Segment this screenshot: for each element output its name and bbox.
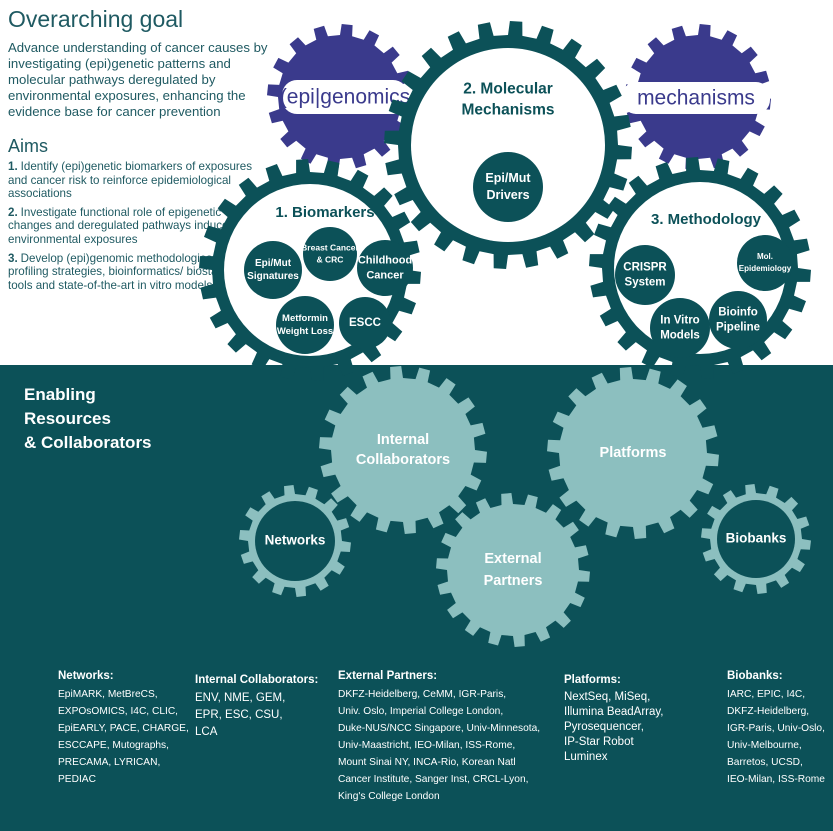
epi-mut-signatures-circle <box>244 241 302 299</box>
epi-mut-signatures-circle-label: Epi/Mut <box>255 258 292 269</box>
mol-epidemiology-circle-label: Mol. <box>757 252 773 261</box>
internal-collaborators-list: Internal Collaborators: ENV, NME, GEM,EP… <box>195 674 318 741</box>
networks-gear-interior <box>255 501 335 581</box>
list-line: King's College London <box>338 791 440 802</box>
platforms-label: Platforms <box>600 445 667 461</box>
external-partners-label: External <box>484 551 541 567</box>
platforms-list: Platforms: NextSeq, MiSeq,Illumina BeadA… <box>564 674 664 763</box>
biobanks-list: Biobanks: IARC, EPIC, I4C,DKFZ-Heidelber… <box>727 670 825 788</box>
networks-list: Networks: EpiMARK, MetBreCS,EXPOsOMICS, … <box>58 670 189 788</box>
list-line: EXPOsOMICS, I4C, CLIC, <box>58 706 179 717</box>
list-line: ESCCAPE, Mutographs, <box>58 740 169 751</box>
list-line: Duke-NUS/NCC Singapore, Univ-Minnesota, <box>338 723 541 734</box>
epigenomics-label: (epi|genomics <box>280 86 410 109</box>
in-vitro-circle-label: Models <box>660 330 700 342</box>
epi-mut-drivers-circle-label: Epi/Mut <box>485 171 531 185</box>
epi-mut-drivers-circle-label: Drivers <box>486 188 529 202</box>
list-line: IP-Star Robot <box>564 736 634 748</box>
crispr-circle-label: System <box>625 277 666 289</box>
bioinfo-circle-label: Pipeline <box>716 322 760 334</box>
escc-circle-label: ESCC <box>349 317 381 329</box>
list-line: PEDIAC <box>58 774 96 785</box>
aim-item: 1.Identify (epi)genetic biomarkers of ex… <box>8 160 253 201</box>
bioinfo-circle <box>709 291 767 349</box>
list-line: DKFZ-Heidelberg, CeMM, IGR-Paris, <box>338 689 507 700</box>
biobanks-gear-interior <box>717 500 795 578</box>
list-line: ENV, NME, GEM, <box>195 692 286 704</box>
metformin-circle-label: Metformin <box>282 313 328 324</box>
aims-list: 1.Identify (epi)genetic biomarkers of ex… <box>8 160 258 297</box>
molecular-mechanisms-title: Mechanisms <box>461 102 554 119</box>
aim-item: 3.Develop (epi)genomic methodologies, pr… <box>8 251 247 292</box>
external-partners-list: External Partners: DKFZ-Heidelberg, CeMM… <box>338 670 540 805</box>
list-line: IEO-Milan, ISS-Rome <box>727 774 825 785</box>
list-line: EPR, ESC, CSU, <box>195 709 283 721</box>
breast-cancer-crc-circle-label: & CRC <box>317 254 344 264</box>
internal-collaborators-label: Collaborators <box>356 452 450 468</box>
internal-collaborators-gear <box>319 366 487 534</box>
crispr-circle <box>615 245 675 305</box>
mechanisms-label: mechanisms <box>637 87 755 110</box>
escc-circle <box>339 297 391 349</box>
overarching-goal-heading: Overarching goal <box>8 6 184 32</box>
list-line: IARC, EPIC, I4C, <box>727 689 806 700</box>
list-line: Mount Sinai NY, INCA-Rio, Korean Natl <box>338 757 516 768</box>
list-line: Univ-Melbourne, <box>727 740 802 751</box>
list-line: Cancer Institute, Sanger Inst, CRCL-Lyon… <box>338 774 529 785</box>
aim-item: 2.Investigate functional role of epigene… <box>8 205 251 246</box>
metformin-circle <box>276 296 334 354</box>
platforms-gear <box>547 367 719 539</box>
metformin-circle-label: Weight Loss <box>277 326 333 337</box>
list-line: EpiEARLY, PACE, CHARGE, <box>58 723 189 734</box>
list-line: PRECAMA, LYRICAN, <box>58 757 161 768</box>
list-line: EpiMARK, MetBreCS, <box>58 689 158 700</box>
list-line: Pyrosequencer, <box>564 721 644 733</box>
childhood-cancer-circle-label: Childhood <box>358 254 412 266</box>
epi-mut-drivers-circle <box>473 152 543 222</box>
list-line: NextSeq, MiSeq, <box>564 691 651 703</box>
biomarkers-title: 1. Biomarkers <box>275 204 374 221</box>
internal-collaborators-label: Internal <box>377 432 429 448</box>
epi-mut-signatures-circle-label: Signatures <box>247 271 299 282</box>
list-line: Illumina BeadArray, <box>564 706 664 718</box>
epigenomics-label-box <box>282 80 408 114</box>
external-partners-label: Partners <box>484 573 543 589</box>
aims-heading: Aims <box>8 136 48 156</box>
enabling-heading: Enabling Resources & Collaborators <box>24 385 152 452</box>
networks-gear-label: Networks <box>265 533 326 548</box>
bioinfo-circle-label: Bioinfo <box>718 307 758 319</box>
list-line: IGR-Paris, Univ-Oslo, <box>727 723 825 734</box>
childhood-cancer-circle-label: Cancer <box>366 269 404 281</box>
in-vitro-circle-label: In Vitro <box>660 315 699 327</box>
crispr-circle-label: CRISPR <box>623 262 667 274</box>
molecular-mechanisms-title: 2. Molecular <box>463 81 553 98</box>
overarching-goal-text: Advance understanding of cancer causes b… <box>8 40 268 119</box>
list-line: LCA <box>195 726 218 738</box>
list-line: Univ. Oslo, Imperial College London, <box>338 706 504 717</box>
breast-cancer-crc-circle <box>303 227 357 281</box>
childhood-cancer-circle <box>357 240 413 296</box>
mol-epidemiology-circle <box>737 235 793 291</box>
molecular-mechanisms-gear-interior <box>411 48 605 242</box>
breast-cancer-crc-circle-label: Breast Cancer <box>301 242 359 252</box>
list-line: Barretos, UCSD, <box>727 757 803 768</box>
mol-epidemiology-circle-label: Epidemiology <box>739 264 792 273</box>
list-line: Luminex <box>564 751 608 763</box>
biobanks-gear-label: Biobanks <box>726 531 787 546</box>
mechanisms-label-box <box>622 82 770 114</box>
list-line: DKFZ-Heidelberg, <box>727 706 810 717</box>
external-partners-gear <box>436 493 590 647</box>
in-vitro-circle <box>650 298 710 358</box>
list-line: Univ-Maastricht, IEO-Milan, ISS-Rome, <box>338 740 516 751</box>
methodology-title: 3. Methodology <box>651 211 762 228</box>
